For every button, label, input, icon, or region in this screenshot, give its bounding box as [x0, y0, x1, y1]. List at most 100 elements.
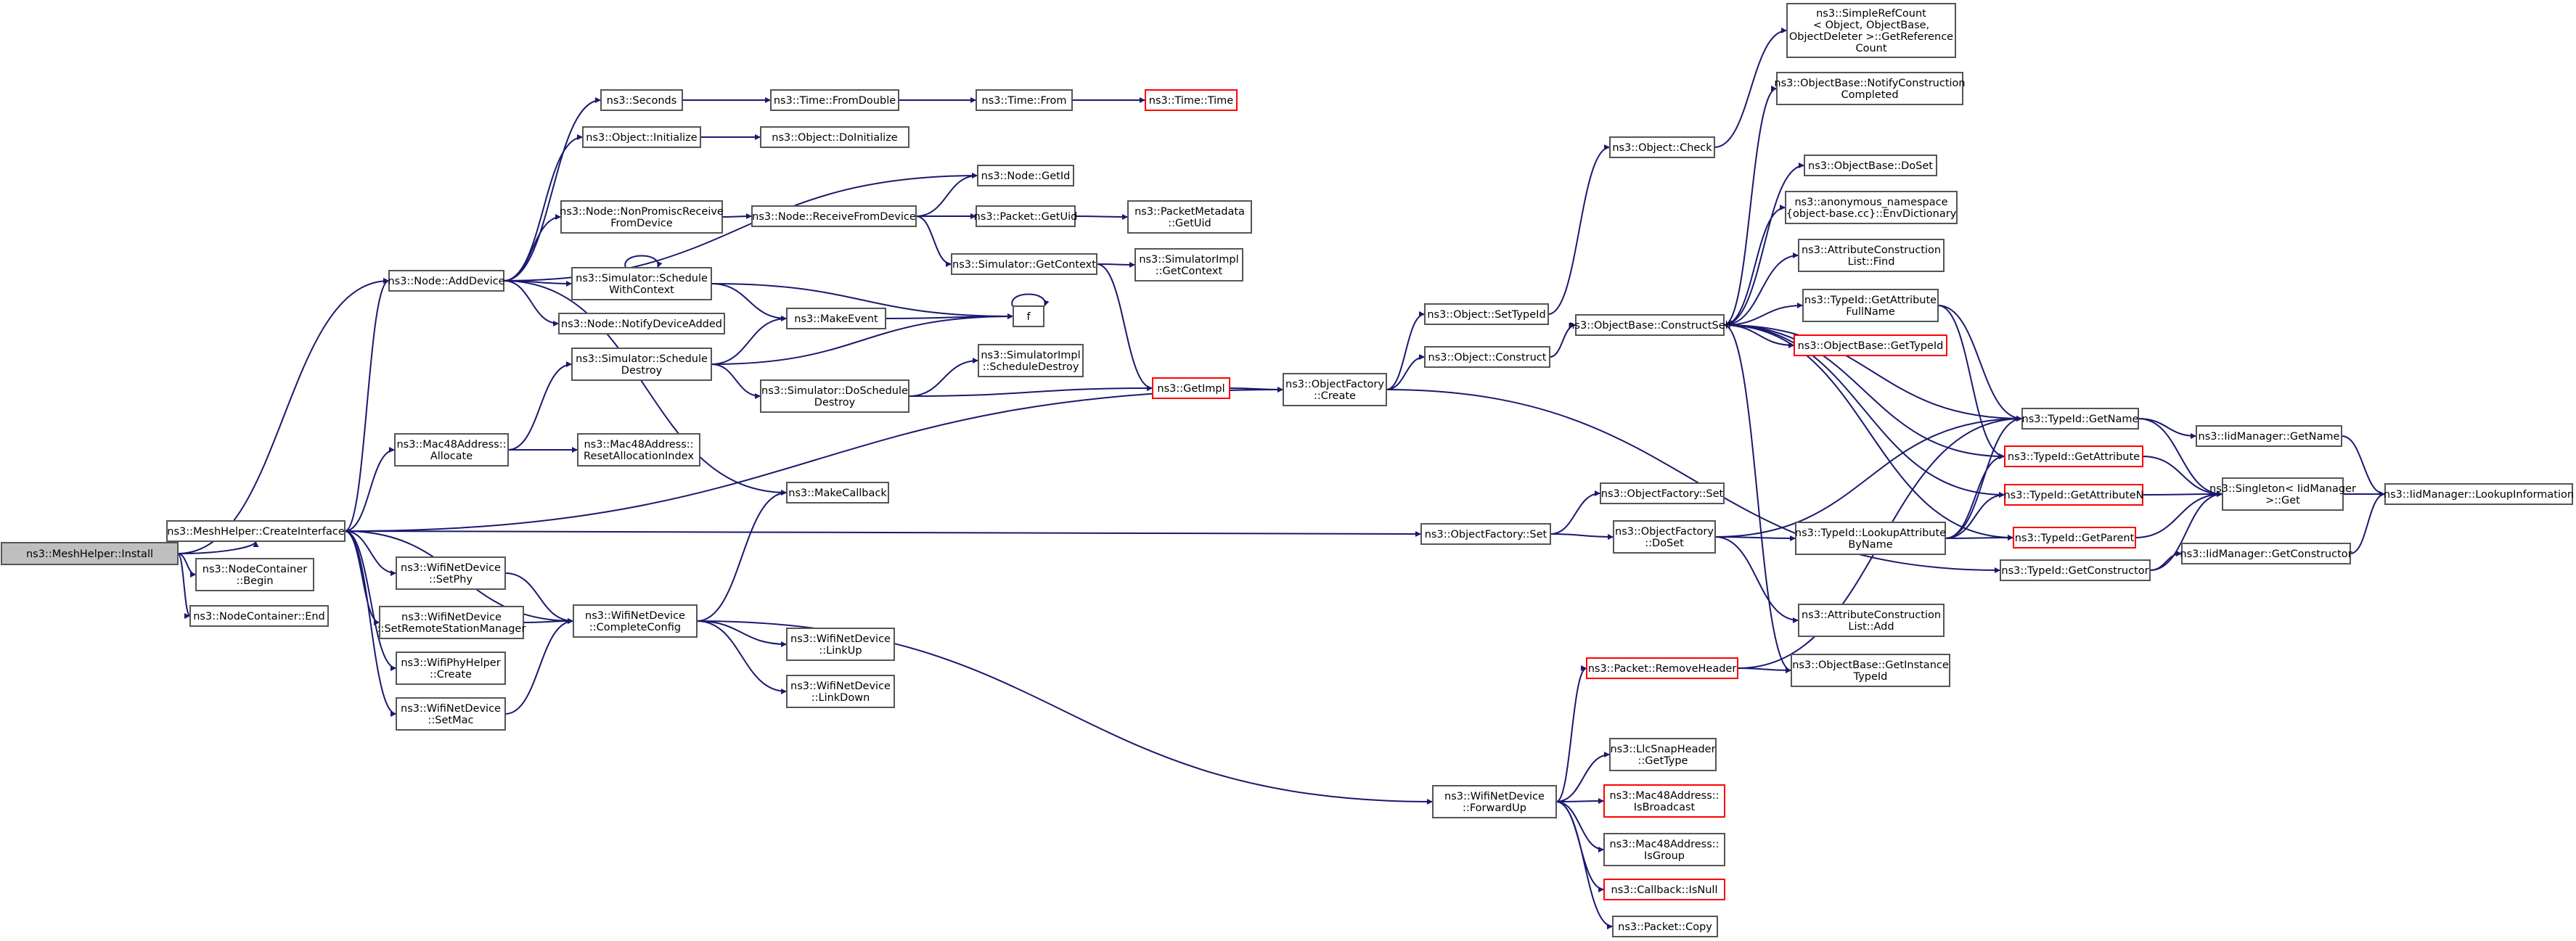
graph-node-pktgetuid[interactable]: ns3::Packet::GetUid	[974, 205, 1078, 227]
graph-node-makeevent[interactable]: ns3::MakeEvent	[786, 308, 886, 329]
graph-node-setphy[interactable]: ns3::WifiNetDevice::SetPhy	[396, 556, 506, 590]
node-box	[396, 556, 506, 590]
node-label: WithContext	[609, 284, 674, 296]
graph-node-phycreate[interactable]: ns3::WifiPhyHelper::Create	[396, 652, 506, 685]
graph-node-ofdoset[interactable]: ns3::ObjectFactory::DoSet	[1613, 520, 1716, 554]
graph-node-objconstruct[interactable]: ns3::Object::Construct	[1424, 346, 1550, 368]
graph-node-tidgetattrn[interactable]: ns3::TypeId::GetAttributeN	[2003, 484, 2144, 506]
graph-node-pktremovehdr[interactable]: ns3::Packet::RemoveHeader	[1586, 657, 1738, 679]
edge-ofdoset-to-tidgetname	[1714, 416, 2023, 538]
graph-node-simplerefcount[interactable]: ns3::SimpleRefCount< Object, ObjectBase,…	[1786, 3, 1956, 58]
graph-node-f[interactable]: f	[1013, 305, 1044, 327]
graph-node-wndforwardup[interactable]: ns3::WifiNetDevice::ForwardUp	[1432, 785, 1557, 818]
edge-setrsm-to-completecfg	[523, 618, 574, 625]
graph-node-mac48alloc[interactable]: ns3::Mac48Address::Allocate	[394, 433, 509, 467]
node-box	[1612, 916, 1718, 937]
graph-node-obdoset[interactable]: ns3::ObjectBase::DoSet	[1804, 155, 1937, 176]
node-label: ns3::MakeCallback	[788, 488, 887, 499]
node-label: ns3::NodeContainer	[203, 564, 307, 575]
graph-node-iidmgetctor[interactable]: ns3::IidManager::GetConstructor	[2180, 543, 2352, 564]
graph-node-linkup[interactable]: ns3::WifiNetDevice::LinkUp	[786, 628, 895, 661]
graph-node-obconstructself[interactable]: ns3::ObjectBase::ConstructSelf	[1568, 314, 1733, 336]
graph-node-timefrom[interactable]: ns3::Time::From	[976, 89, 1073, 111]
node-box	[1013, 305, 1044, 327]
graph-node-fromdouble[interactable]: ns3::Time::FromDouble	[770, 89, 899, 111]
graph-node-objcheck[interactable]: ns3::Object::Check	[1609, 136, 1715, 158]
graph-node-getimpl[interactable]: ns3::GetImpl	[1152, 377, 1230, 399]
edge-setphy-to-completecfg	[504, 572, 574, 624]
graph-node-objgettypeid[interactable]: ns3::Object::SetTypeId	[1424, 303, 1549, 325]
graph-node-dоinit[interactable]: ns3::Object::DoInitialize	[760, 126, 909, 148]
graph-node-iidmgetname[interactable]: ns3::IidManager::GetName	[2196, 425, 2342, 447]
graph-node-timetime[interactable]: ns3::Time::Time	[1145, 89, 1238, 111]
graph-node-notifydev[interactable]: ns3::Node::NotifyDeviceAdded	[558, 313, 725, 334]
graph-node-ofset2[interactable]: ns3::ObjectFactory::Set	[1600, 482, 1725, 504]
graph-node-setrsm[interactable]: ns3::WifiNetDevice::SetRemoteStationMana…	[377, 606, 526, 639]
graph-node-getcontext[interactable]: ns3::Simulator::GetContext	[951, 253, 1097, 275]
graph-node-completecfg[interactable]: ns3::WifiNetDevice::CompleteConfig	[573, 604, 698, 638]
graph-node-singleton[interactable]: ns3::Singleton< IidManager>::Get	[2209, 477, 2356, 511]
graph-node-pmgetuid[interactable]: ns3::PacketMetadata::GetUid	[1127, 200, 1252, 234]
edge-wndforwardup-to-llcgettype	[1555, 752, 1611, 802]
edge-tidgetctor-to-iidmgetctor	[2149, 551, 2183, 571]
graph-node-pktcopy[interactable]: ns3::Packet::Copy	[1612, 916, 1718, 937]
edge-getimpl-to-ofcreate	[1229, 386, 1284, 393]
node-label: ns3::anonymous_namespace	[1794, 197, 1947, 208]
node-label: ObjectDeleter >::GetReference	[1789, 31, 1953, 43]
edge-tidgetattrn-to-singleton	[2142, 491, 2223, 498]
graph-node-install[interactable]: ns3::MeshHelper::Install	[1, 542, 179, 565]
graph-node-ofcreate[interactable]: ns3::ObjectFactory::Create	[1283, 373, 1387, 406]
node-box	[1283, 373, 1387, 406]
graph-node-seconds[interactable]: ns3::Seconds	[600, 89, 683, 111]
edge-obconstructself-to-tidgetparent	[1723, 324, 2014, 541]
graph-node-nodegetid[interactable]: ns3::Node::GetId	[977, 165, 1074, 186]
graph-node-linkdown[interactable]: ns3::WifiNetDevice::LinkDown	[786, 675, 895, 708]
graph-node-scheddestroy[interactable]: ns3::Simulator::ScheduleDestroy	[571, 348, 712, 381]
graph-node-recvfromdev[interactable]: ns3::Node::ReceiveFromDevice	[751, 205, 917, 227]
edge-ofset-to-ofset2	[1550, 490, 1601, 535]
graph-node-obgettypeid[interactable]: ns3::ObjectBase::GetTypeId	[1794, 334, 1947, 356]
node-box	[1794, 334, 1947, 356]
graph-node-adddevice[interactable]: ns3::Node::AddDevice	[388, 270, 505, 292]
edge-install-to-createif	[177, 541, 259, 554]
edge-makeevent-to-f	[885, 313, 1014, 320]
node-label: ns3::IidManager::LookupInformation	[2384, 489, 2574, 501]
graph-node-createif[interactable]: ns3::MeshHelper::CreateInterface	[166, 520, 345, 542]
node-box	[760, 379, 909, 413]
graph-node-envdict[interactable]: ns3::anonymous_namespace{object-base.cc}…	[1785, 191, 1958, 224]
graph-node-resetalloc[interactable]: ns3::Mac48Address::ResetAllocationIndex	[577, 433, 700, 467]
graph-node-obnotify[interactable]: ns3::ObjectBase::NotifyConstructionCompl…	[1774, 72, 1966, 105]
node-label: ns3::TypeId::LookupAttribute	[1795, 527, 1946, 539]
graph-node-tidgetctor[interactable]: ns3::TypeId::GetConstructor	[2000, 559, 2151, 581]
graph-node-tidgetname[interactable]: ns3::TypeId::GetName	[2021, 408, 2139, 430]
node-box	[571, 348, 712, 381]
graph-node-ncbegin[interactable]: ns3::NodeContainer::Begin	[195, 558, 314, 591]
graph-node-setmac[interactable]: ns3::WifiNetDevice::SetMac	[396, 697, 506, 731]
graph-node-tidgetattr[interactable]: ns3::TypeId::GetAttribute	[2004, 445, 2143, 467]
graph-node-ncend[interactable]: ns3::NodeContainer::End	[189, 605, 329, 627]
graph-node-ofset[interactable]: ns3::ObjectFactory::Set	[1420, 523, 1551, 545]
graph-node-iidmlookup[interactable]: ns3::IidManager::LookupInformation	[2384, 483, 2574, 505]
graph-node-simimplsd[interactable]: ns3::SimulatorImpl::ScheduleDestroy	[978, 344, 1084, 377]
graph-node-simimplgc[interactable]: ns3::SimulatorImpl::GetContext	[1134, 248, 1243, 282]
graph-node-macisbcast[interactable]: ns3::Mac48Address::IsBroadcast	[1603, 784, 1725, 818]
node-box	[951, 253, 1097, 275]
node-box	[1134, 248, 1243, 282]
graph-node-cbisnull[interactable]: ns3::Callback::IsNull	[1603, 879, 1725, 900]
graph-node-tidgetparent[interactable]: ns3::TypeId::GetParent	[2013, 527, 2136, 548]
graph-node-macisgroup[interactable]: ns3::Mac48Address::IsGroup	[1603, 833, 1725, 866]
graph-node-makecallback[interactable]: ns3::MakeCallback	[786, 482, 889, 504]
node-label: ns3::Node::NonPromiscReceive	[560, 206, 724, 218]
node-box	[978, 344, 1084, 377]
graph-node-llcgettype[interactable]: ns3::LlcSnapHeader::GetType	[1609, 738, 1717, 771]
graph-node-objinit[interactable]: ns3::Object::Initialize	[582, 126, 701, 148]
